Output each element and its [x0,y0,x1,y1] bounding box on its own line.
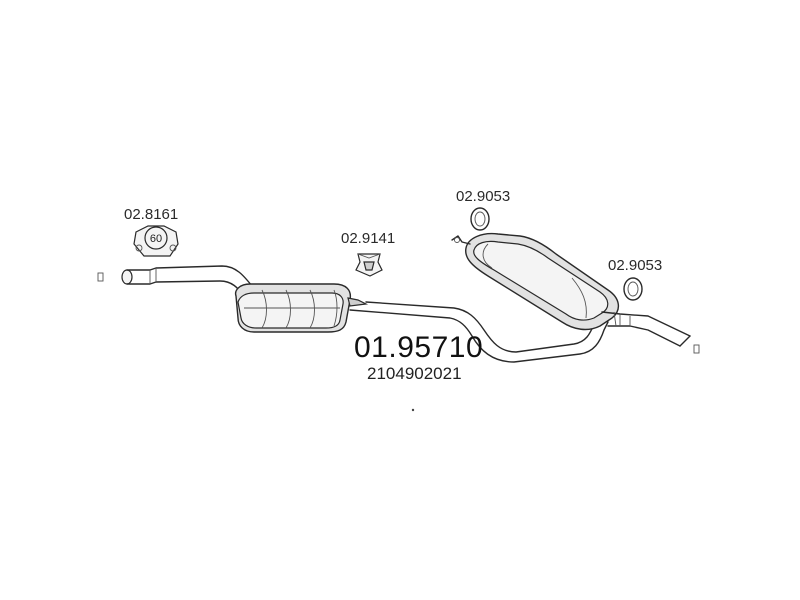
assembly-main-number: 01.95710 [354,331,483,364]
clamp-part-label: 02.8161 [124,206,178,223]
seal-ring-top-label: 02.9053 [456,188,510,205]
rubber-mount-label: 02.9141 [341,230,395,247]
right-end-marker [693,344,700,354]
clamp-size-text: 60 [150,233,162,245]
seal-ring-right-label: 02.9053 [608,257,662,274]
front-pipe [121,265,253,297]
assembly-oe-number: 2104902021 [367,364,462,383]
seal-ring-right [623,277,643,301]
rear-silencer [451,232,619,331]
left-end-marker [97,272,104,282]
seal-ring-top [470,207,490,231]
clamp-part: 60 [133,225,179,257]
tail-pipe [601,311,691,347]
intermediate-pipe [349,301,609,363]
centre-silencer [234,283,369,333]
stray-dot [411,408,415,412]
rubber-mount-part [355,253,383,277]
